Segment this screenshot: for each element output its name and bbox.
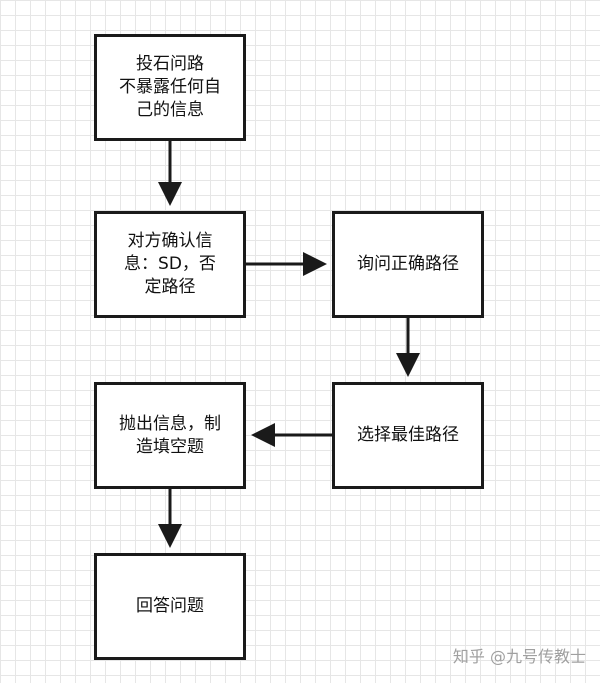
watermark: 知乎 @九号传教士 (452, 647, 586, 666)
node-label: 抛出信息，制 造填空题 (119, 413, 221, 457)
node-throw-info: 抛出信息，制 造填空题 (94, 382, 246, 489)
node-label: 询问正确路径 (357, 254, 459, 274)
node-choose-best-path: 选择最佳路径 (332, 382, 484, 489)
node-label: 投石问路 不暴露任何自 己的信息 (119, 54, 221, 120)
node-confirm-info: 对方确认信 息：SD，否 定路径 (94, 211, 246, 318)
node-label: 选择最佳路径 (357, 425, 459, 445)
node-answer-question: 回答问题 (94, 553, 246, 660)
node-label: 对方确认信 息：SD，否 定路径 (124, 231, 216, 297)
node-label: 回答问题 (136, 596, 204, 616)
node-probe-path: 投石问路 不暴露任何自 己的信息 (94, 34, 246, 141)
node-ask-correct-path: 询问正确路径 (332, 211, 484, 318)
